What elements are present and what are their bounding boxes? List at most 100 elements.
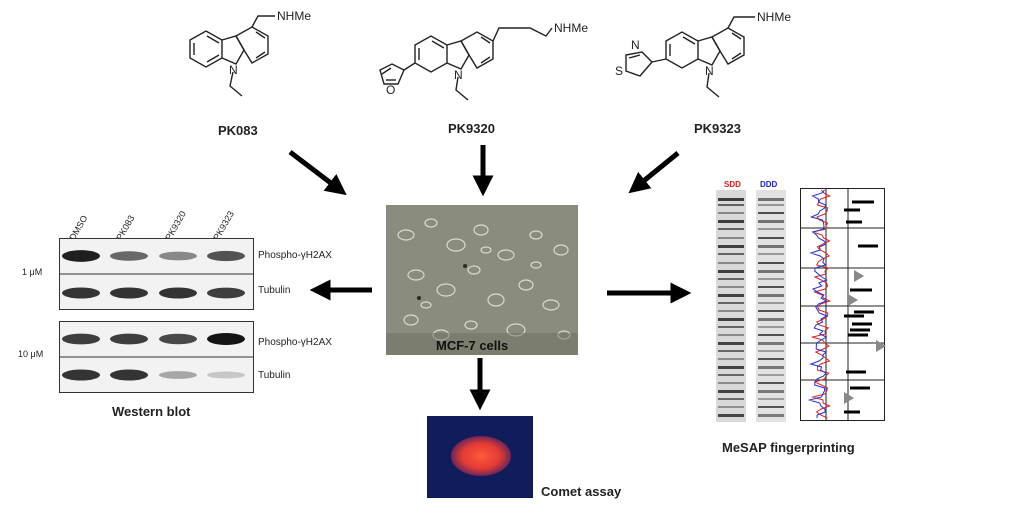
- gel-band: [718, 212, 744, 214]
- blot-band: [62, 369, 100, 381]
- gel-band: [758, 358, 784, 360]
- comet-nucleus: [451, 436, 511, 476]
- gel-band: [758, 382, 784, 384]
- gray-arrowhead-marker: [844, 392, 854, 404]
- pk9320-label: PK9320: [448, 121, 495, 136]
- gel-band: [758, 318, 784, 321]
- gel-band: [718, 406, 744, 408]
- gel-band: [718, 342, 744, 345]
- gel-band: [718, 245, 744, 248]
- blot-band: [207, 333, 245, 345]
- pk083-label: PK083: [218, 123, 258, 138]
- gel-band: [758, 350, 784, 352]
- gel-band: [758, 398, 784, 400]
- mcf7-micrograph: MCF-7 cells: [386, 205, 578, 355]
- pk9323-ring-nitrogen: N: [705, 64, 714, 78]
- gel-band: [718, 398, 744, 400]
- structure-pk083: [189, 15, 275, 97]
- dose-10um: 10 μM: [18, 349, 44, 359]
- blot-band: [159, 251, 197, 261]
- gel-band: [718, 310, 744, 312]
- row-label-phospho-10: Phospho-γH2AX: [258, 337, 332, 348]
- gel-band: [758, 374, 784, 376]
- blot-band: [207, 371, 245, 379]
- gel-band: [758, 366, 784, 369]
- gel-band: [718, 220, 744, 223]
- blot-band: [159, 333, 197, 345]
- gel-band: [758, 294, 784, 297]
- gray-arrowhead-marker: [876, 340, 886, 352]
- structure-pk9323: [625, 16, 755, 98]
- gel-band: [718, 237, 744, 239]
- lane-header: DMSO PK083 PK9320 PK9323: [60, 202, 250, 242]
- comet-image: [427, 416, 533, 498]
- gel-band: [758, 334, 784, 336]
- gel-band: [758, 198, 784, 201]
- gel-band: [758, 245, 784, 248]
- blot-band: [110, 333, 148, 345]
- gel-band: [718, 334, 744, 336]
- arrow-pk083-to-cells: [288, 150, 347, 196]
- gel-band: [718, 366, 744, 369]
- western-blot-panels: [59, 238, 254, 393]
- gel-band: [758, 414, 784, 417]
- gel-band: [718, 326, 744, 328]
- lane-label-sdd: SDD: [724, 180, 741, 189]
- gel-band: [758, 204, 784, 206]
- blot-band: [110, 369, 148, 381]
- mesap-trace-panel: [800, 188, 886, 421]
- gel-band: [758, 390, 784, 393]
- blot-band: [207, 287, 245, 299]
- gel-band: [718, 198, 744, 201]
- gel-band: [758, 237, 784, 239]
- gel-band: [758, 253, 784, 255]
- gel-band: [758, 212, 784, 214]
- gel-band: [718, 204, 744, 206]
- dose-1um: 1 μM: [22, 267, 43, 277]
- thiazole-sulfur: S: [615, 64, 624, 78]
- gel-band: [718, 374, 744, 376]
- blot-band: [159, 371, 197, 379]
- pk083-ring-nitrogen: N: [229, 63, 238, 77]
- gel-band: [758, 228, 784, 230]
- gel-band: [718, 294, 744, 297]
- row-label-tubulin-1: Tubulin: [258, 285, 291, 296]
- blot-band: [110, 287, 148, 299]
- gel-band: [718, 262, 744, 264]
- pk083-amine-label: NHMe: [277, 9, 312, 23]
- gel-band: [718, 228, 744, 230]
- gray-arrowhead-marker: [848, 294, 858, 306]
- gel-band: [758, 406, 784, 408]
- pk9320-amine-label: NHMe: [554, 21, 589, 35]
- gel-band: [718, 350, 744, 352]
- pk9323-amine-label: NHMe: [757, 10, 792, 24]
- western-blot-caption: Western blot: [112, 404, 191, 419]
- gel-band: [758, 342, 784, 345]
- mcf7-label: MCF-7 cells: [436, 338, 509, 353]
- arrows: [288, 145, 692, 411]
- gel-band: [758, 270, 784, 273]
- gel-band: [718, 270, 744, 273]
- pk9323-label: PK9323: [694, 121, 741, 136]
- row-label-tubulin-10: Tubulin: [258, 370, 291, 381]
- blot-band: [62, 287, 100, 299]
- structure-pk9320: [379, 27, 553, 101]
- gel-band: [758, 302, 784, 304]
- row-label-phospho-1: Phospho-γH2AX: [258, 250, 332, 261]
- mesap-caption: MeSAP fingerprinting: [722, 440, 855, 455]
- furan-oxygen: O: [386, 83, 396, 97]
- blot-band: [110, 251, 148, 261]
- gel-band: [718, 390, 744, 393]
- gel-band: [758, 326, 784, 328]
- gel-band: [758, 310, 784, 312]
- arrow-pk9323-to-cells: [628, 151, 680, 194]
- comet-caption: Comet assay: [541, 484, 622, 499]
- gel-band: [718, 382, 744, 384]
- pk9320-ring-nitrogen: N: [454, 68, 463, 82]
- gel-band: [758, 278, 784, 280]
- blot-band: [62, 333, 100, 345]
- blot-band: [207, 250, 245, 262]
- gel-band: [718, 318, 744, 321]
- mesap-gel: [716, 190, 786, 422]
- gel-band: [718, 302, 744, 304]
